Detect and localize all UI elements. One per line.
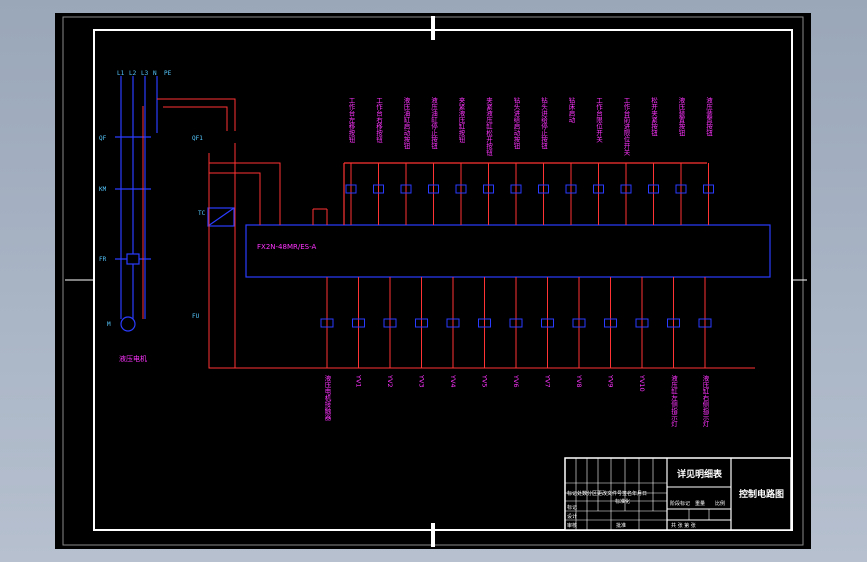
input-contact: 液压油缸启动按钮 (400, 96, 412, 225)
title-row-mark: 标记 (567, 504, 577, 511)
input-contact: 钻床启动 (565, 96, 577, 225)
input-contact: 工作台右移按钮 (373, 97, 384, 225)
input-contact: 钻头进给停止按钮 (538, 96, 549, 225)
input-function-label: 液压油缸启动按钮 (402, 96, 410, 151)
input-function-label: 液压油缸停止按钮 (430, 96, 438, 151)
input-function-label: 夹紧液压缸按钮 (457, 96, 465, 144)
title-stage: 阶段标记 (670, 500, 690, 507)
input-function-label: 松开夹紧按钮 (650, 96, 658, 138)
output-label: YV1 (355, 374, 363, 388)
output-label: 液压缸右侧指示灯 (701, 374, 709, 429)
input-function-label: 钻头进给停止按钮 (540, 96, 548, 151)
output-coil: YV9 (604, 277, 617, 388)
input-function-label: 夹紧液压缸松开按钮 (485, 96, 493, 157)
input-contact: 工作台限位开关 (593, 97, 604, 225)
title-approve: 批准 (616, 522, 626, 529)
control-circuit-drawing: L1 L2 L3 N PE QF KM FR M QF1 TC FU (62, 16, 807, 547)
title-scale: 比例 (715, 500, 725, 507)
input-function-label: 工作台限位开关 (595, 97, 603, 144)
output-label: YV2 (386, 374, 394, 388)
power-circuit (115, 76, 771, 332)
output-label: YV9 (607, 374, 615, 388)
input-contact: 夹紧液压缸按钮 (455, 96, 467, 225)
output-coil: YV2 (383, 277, 397, 388)
title-drawing-name: 控制电路图 (739, 488, 784, 500)
input-function-label: 钻头进给启动按钮 (512, 96, 520, 151)
phase-letters: L1 L2 L3 N PE QF KM FR M QF1 TC FU (99, 70, 206, 328)
title-standardize: 标准化 (615, 498, 630, 505)
svg-text:FR: FR (99, 256, 107, 263)
svg-text:L1: L1 (117, 70, 125, 77)
output-coil: 液压缸右侧指示灯 (698, 277, 712, 429)
input-function-label: 工作台前进限位开关 (622, 97, 630, 157)
output-label: YV5 (481, 374, 489, 388)
output-coils: 液压电机接触器 YV1 YV2 YV3 YV4 YV5 YV6 YV7 YV8 YV9 YV10 液压… (320, 277, 712, 429)
input-contact: 工作台左移按钮 (345, 97, 357, 225)
input-function-label: 液压装置按钮 (705, 96, 713, 138)
inner-frame (93, 29, 793, 531)
output-label: YV6 (512, 374, 520, 388)
output-coil: YV10 (635, 277, 649, 392)
svg-text:L3: L3 (141, 70, 149, 77)
output-coil: 液压缸左侧指示灯 (667, 277, 680, 429)
drawing-sheet: L1 L2 L3 N PE QF KM FR M QF1 TC FU (55, 13, 811, 549)
output-coil: YV8 (572, 277, 586, 388)
input-function-label: 工作台左移按钮 (347, 97, 355, 144)
output-label: YV7 (544, 374, 552, 388)
input-contact: 液压装置按钮 (675, 96, 687, 225)
input-function-label: 液压装置按钮 (677, 96, 685, 138)
title-sheets: 共 张 第 张 (671, 522, 696, 529)
center-mark-top (431, 16, 435, 40)
input-contacts: 工作台左移按钮 工作台右移按钮 液压油缸启动按钮 液压油缸停止按钮 夹紧液压缸按钮 夹紧液… (345, 96, 714, 225)
input-contact: 钻头进给启动按钮 (510, 96, 522, 225)
control-wiring (142, 98, 755, 369)
output-coil: YV3 (415, 277, 428, 388)
output-label: 液压缸左侧指示灯 (670, 374, 678, 429)
input-contact: 液压装置按钮 (703, 96, 714, 225)
plc-model-label: FX2N-48MR/ES-A (257, 243, 316, 251)
title-block: 详见明细表 控制电路图 标记处数分区更改文件号签名年月日 标准化 标记 设计 审… (564, 457, 792, 531)
title-row-review: 审核 (567, 522, 577, 529)
title-see-list: 详见明细表 (677, 468, 723, 480)
input-contact: 夹紧液压缸松开按钮 (483, 96, 494, 225)
output-label: YV4 (449, 374, 457, 388)
output-label: YV8 (575, 374, 583, 388)
svg-text:TC: TC (198, 210, 206, 217)
input-function-label: 钻床启动 (567, 96, 575, 125)
svg-text:QF: QF (99, 135, 107, 142)
output-label: YV10 (638, 374, 646, 392)
svg-text:M: M (107, 321, 111, 328)
svg-text:FU: FU (192, 313, 200, 320)
output-label: 液压电机接触器 (323, 374, 331, 422)
svg-text:L2: L2 (129, 70, 137, 77)
input-contact: 液压油缸停止按钮 (428, 96, 439, 225)
title-row-design: 设计 (567, 513, 577, 520)
output-coil: YV7 (541, 277, 554, 388)
input-contact: 松开夹紧按钮 (648, 96, 659, 225)
title-header-cells: 标记处数分区更改文件号签名年月日 (567, 490, 647, 497)
input-function-label: 工作台右移按钮 (375, 97, 383, 144)
output-coil: YV1 (352, 277, 365, 388)
input-contact: 工作台前进限位开关 (620, 97, 632, 225)
output-coil: 液压电机接触器 (320, 277, 334, 422)
center-mark-bottom (431, 523, 435, 547)
title-weight: 重量 (695, 500, 705, 507)
output-coil: YV6 (509, 277, 523, 388)
output-coil: YV5 (478, 277, 491, 388)
svg-text:QF1: QF1 (192, 135, 203, 142)
motor-label: 液压电机 (119, 354, 147, 363)
output-label: YV3 (418, 374, 426, 388)
svg-text:N: N (153, 70, 157, 77)
svg-text:KM: KM (99, 186, 107, 193)
svg-text:PE: PE (164, 70, 172, 77)
output-coil: YV4 (446, 277, 460, 388)
